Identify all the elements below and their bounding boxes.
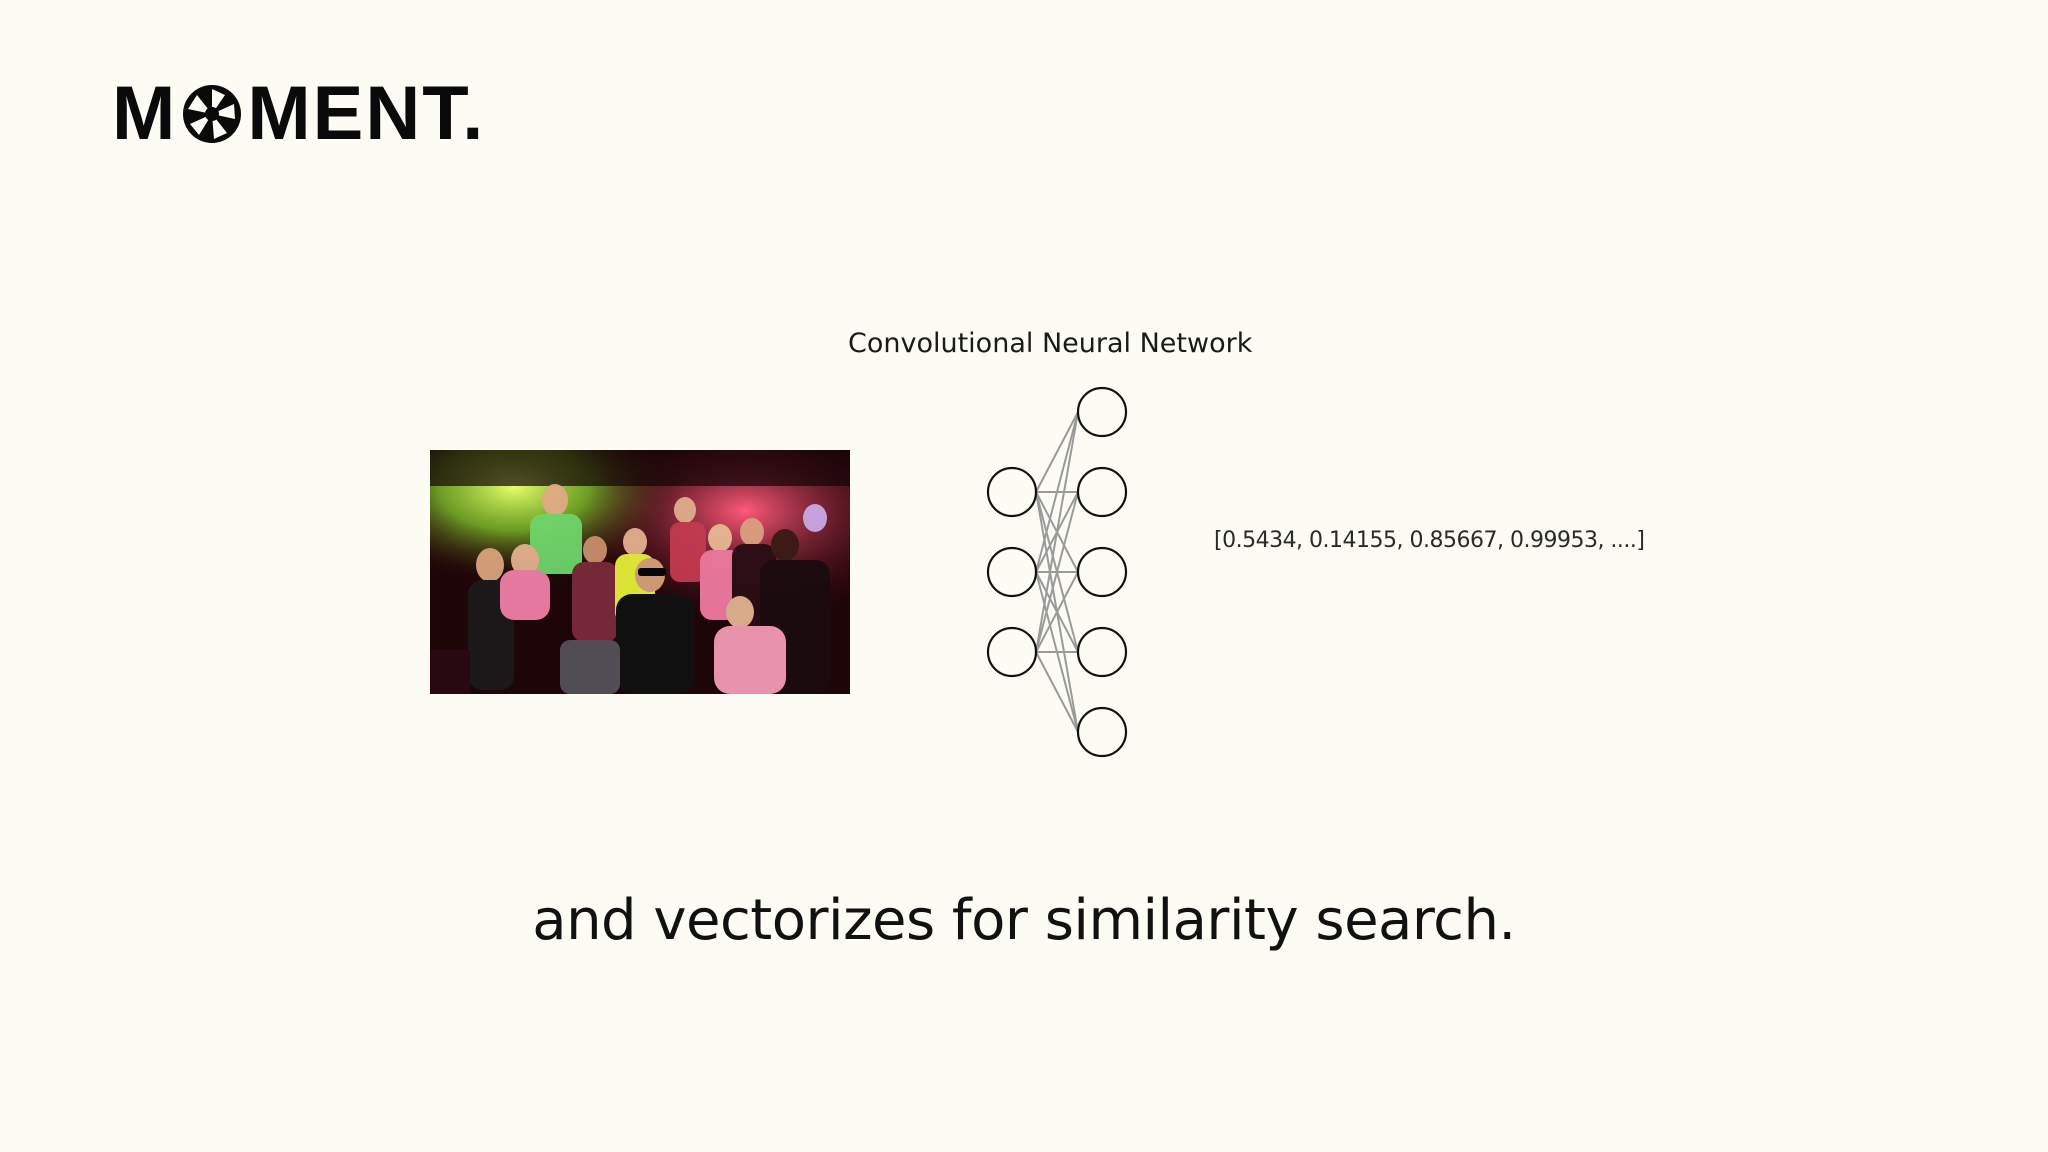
- input-node: [986, 546, 1038, 598]
- output-node: [1076, 706, 1128, 758]
- network-edge: [1035, 651, 1079, 733]
- network-edge: [1035, 571, 1079, 653]
- network-title: Convolutional Neural Network: [848, 328, 1253, 359]
- moment-logo: M MENT.: [112, 71, 486, 156]
- network-edge: [1035, 411, 1079, 573]
- network-edge: [1035, 411, 1079, 493]
- camera-aperture-icon: [181, 83, 243, 145]
- network-edge: [1035, 491, 1079, 653]
- network-edge: [1035, 411, 1079, 653]
- neural-network-icon: [980, 380, 1140, 770]
- output-node: [1076, 626, 1128, 678]
- logo-letters-ment: MENT.: [247, 71, 486, 156]
- slide-caption: and vectorizes for similarity search.: [532, 888, 1516, 953]
- output-node: [1076, 466, 1128, 518]
- input-node: [986, 466, 1038, 518]
- party-crowd-photo: [430, 450, 850, 694]
- input-node: [986, 626, 1038, 678]
- logo-letter-m: M: [112, 71, 178, 156]
- output-node: [1076, 546, 1128, 598]
- feature-vector-output: [0.5434, 0.14155, 0.85667, 0.99953, ....…: [1214, 528, 1645, 553]
- output-node: [1076, 386, 1128, 438]
